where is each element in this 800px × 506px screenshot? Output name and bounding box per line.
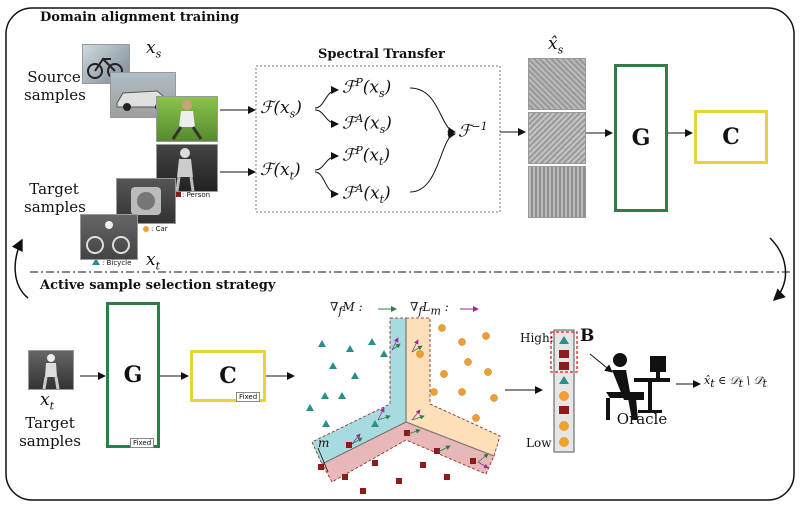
generator-box-bottom: G: [106, 302, 160, 448]
amplitude-xs: ℱA(xs): [342, 112, 392, 137]
car-legend-text: : Car: [151, 225, 168, 233]
maroon-samples: [318, 430, 476, 494]
outer-frame: [5, 7, 795, 501]
spectral-transfer-title: Spectral Transfer: [318, 47, 445, 62]
batch-b-label: B: [580, 326, 595, 346]
output-formula: x̂t ∈ 𝒟t \ 𝒟̂t: [704, 374, 767, 391]
feature-space: [311, 317, 501, 483]
person-legend-text: : Person: [182, 191, 211, 199]
car-legend-mark: [143, 226, 149, 232]
generator-box-top: G: [614, 64, 668, 212]
oracle-person-icon: [606, 353, 670, 420]
top-section-title: Domain alignment training: [40, 10, 240, 25]
target-image-bicycle: [80, 214, 138, 260]
target-image-person: [156, 144, 218, 192]
grad-m-label: ∇fM :: [330, 300, 363, 318]
gradient-arrows: [351, 337, 489, 469]
cycle-arrow-right: [769, 237, 787, 302]
classifier-box-bottom: C: [190, 350, 266, 402]
grad-lm-label: ∇fLm :: [410, 300, 449, 318]
classifier-fixed-tag: Fixed: [236, 392, 261, 402]
inverse-fourier: ℱ−1: [458, 120, 488, 142]
cycle-arrow-left: [11, 238, 29, 299]
spectral-transfer-box: [255, 65, 501, 213]
xhat-s-symbol: x̂s: [548, 34, 564, 57]
orange-samples: [416, 324, 498, 422]
transferred-image-bicycle: [528, 58, 586, 110]
xt-symbol-bottom: xt: [40, 390, 55, 413]
classifier-box-top: C: [694, 110, 768, 164]
low-label: Low: [526, 436, 552, 450]
arrow-b-to-oracle: [589, 353, 613, 373]
generator-fixed-tag: Fixed: [130, 438, 155, 448]
teal-samples: [306, 338, 388, 427]
xt-symbol-top: xt: [146, 250, 161, 273]
selected-batch-box: [550, 331, 578, 373]
fourier-xt: ℱ(xt): [260, 160, 301, 183]
fourier-xs: ℱ(xs): [260, 98, 302, 121]
person-legend-mark: [176, 192, 181, 197]
margin-label: m: [318, 436, 330, 450]
high-label: High:: [520, 331, 554, 345]
transferred-image-car: [528, 112, 586, 164]
xs-symbol: xs: [146, 38, 162, 61]
target-image-bottom: [28, 350, 74, 390]
transferred-image-person: [528, 166, 586, 218]
bicycle-legend-text: : Bicycle: [102, 259, 132, 267]
bicycle-legend-mark: [92, 258, 100, 265]
phase-xs: ℱP(xs): [342, 76, 392, 101]
ranking-column: [550, 329, 578, 453]
bottom-section-title: Active sample selection strategy: [40, 278, 276, 293]
source-image-person: [156, 96, 218, 142]
amplitude-xt: ℱA(xt): [342, 182, 391, 207]
phase-xt: ℱP(xt): [342, 144, 391, 169]
oracle-label: Oracle: [616, 410, 668, 428]
